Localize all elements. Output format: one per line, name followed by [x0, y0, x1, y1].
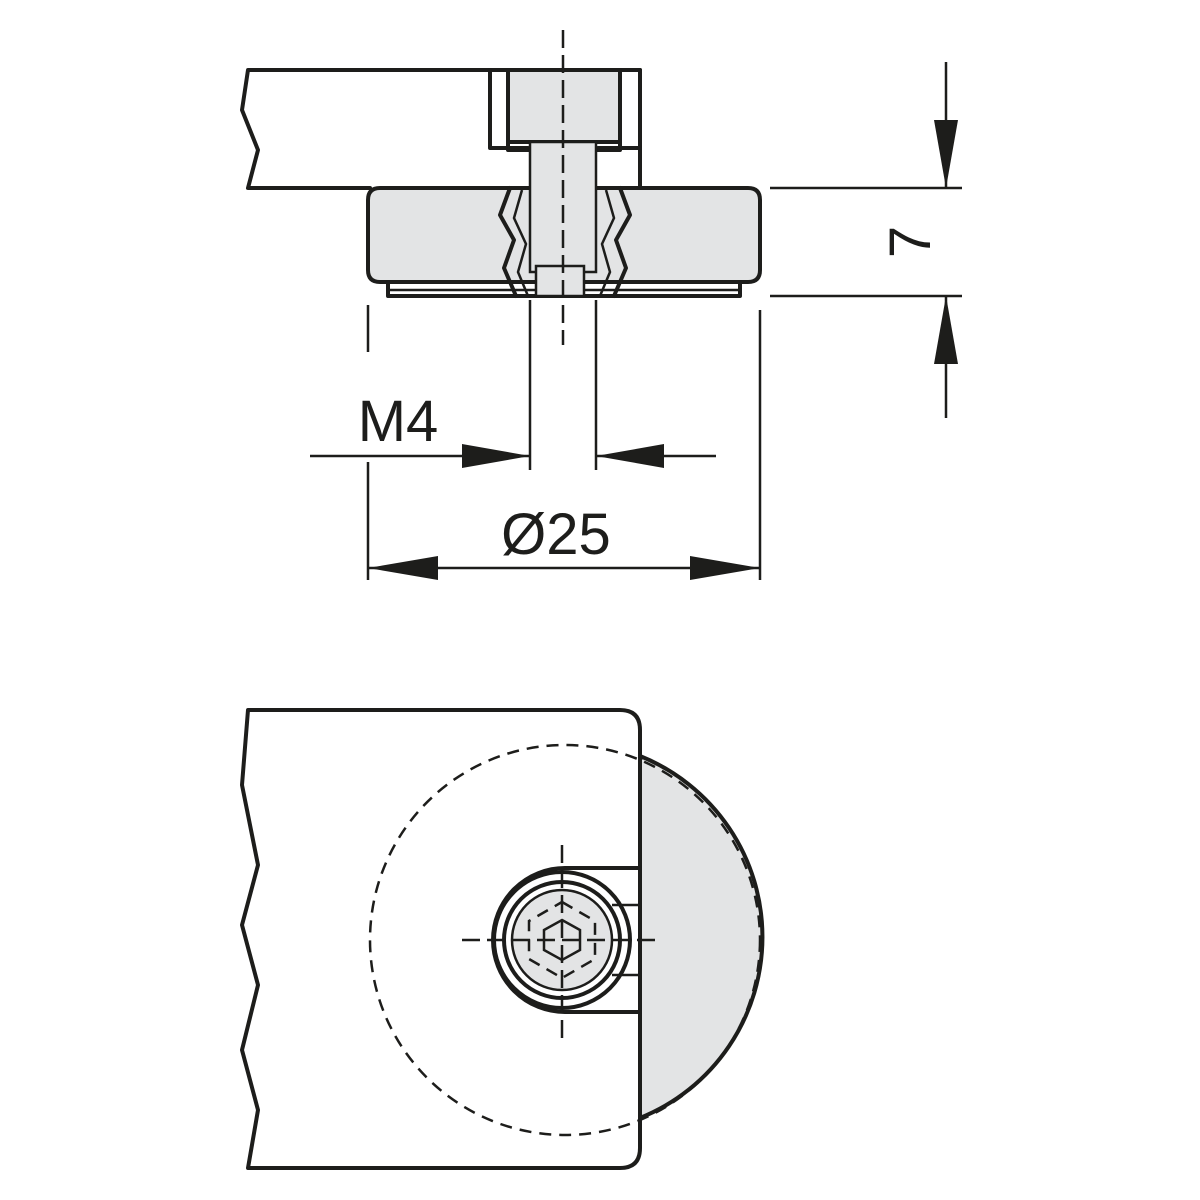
thread-dimension: M4 — [310, 300, 716, 470]
diameter-label: Ø25 — [501, 502, 611, 567]
mounting-plate — [240, 68, 492, 190]
hex-socket-icon — [527, 900, 597, 980]
magnet-visible-segment — [638, 754, 765, 1120]
plate-top-outline — [240, 708, 642, 1170]
height-dimension: 7 — [770, 62, 962, 418]
diameter-dimension: Ø25 — [366, 305, 762, 580]
magnet-hidden-outline — [368, 743, 762, 1137]
side-view: 7 M4 Ø25 — [240, 30, 962, 580]
thread-label: M4 — [358, 389, 439, 454]
height-label: 7 — [878, 226, 943, 258]
top-view — [240, 708, 765, 1170]
break-line-right — [612, 186, 632, 298]
break-line-left — [498, 186, 518, 298]
